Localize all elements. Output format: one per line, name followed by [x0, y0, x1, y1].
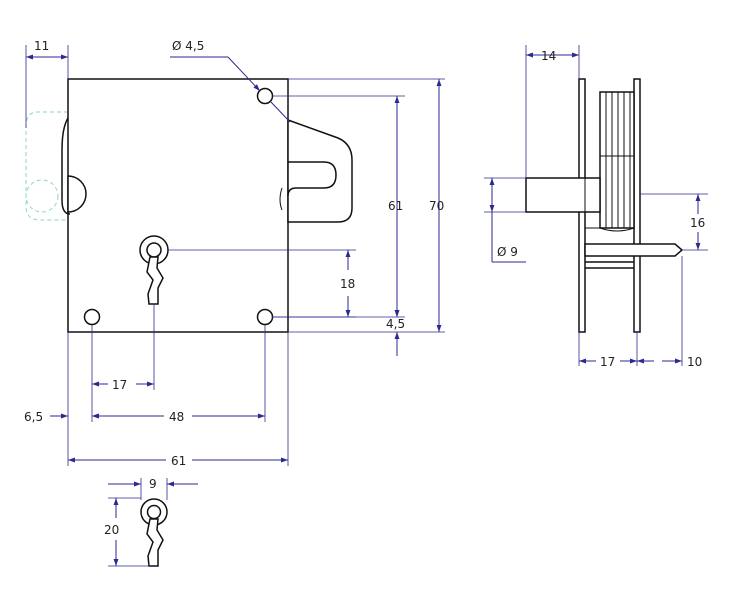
- keyhole-detail: [140, 498, 168, 567]
- dim-case-depth: 17: [600, 355, 615, 369]
- dim-bolt-diameter: Ø 9: [497, 245, 518, 259]
- left-cutout: [61, 117, 71, 215]
- dim-side-top-offset: 14: [541, 49, 556, 63]
- left-bolt-notch: [67, 175, 87, 213]
- dim-overall-height: 70: [429, 199, 444, 213]
- lock-body: [67, 78, 289, 333]
- phantom-bolt-left: [25, 111, 68, 221]
- phantom-bolt-left-circle: [25, 179, 59, 213]
- dim-keyhole-width: 9: [149, 477, 157, 491]
- side-pin: [584, 243, 684, 257]
- dim-bottom-offset: 4,5: [386, 317, 405, 331]
- dim-overall-width: 61: [171, 454, 186, 468]
- latch-hook: [287, 118, 353, 223]
- dim-keyhole-height: 18: [340, 277, 355, 291]
- dim-hole-spacing-horizontal: 48: [169, 410, 184, 424]
- dim-keyhole-detail-height: 20: [104, 523, 119, 537]
- front-view: [25, 78, 353, 333]
- dim-left-offset: 6,5: [24, 410, 43, 424]
- side-view-dimensions: 14 Ø 9 16 17 10: [484, 45, 708, 369]
- side-bolt: [525, 177, 601, 213]
- mounting-hole-bottom-right: [256, 308, 274, 326]
- latch-hook-inner: [279, 187, 283, 211]
- keyhole-detail-dimensions: 9 20: [104, 477, 198, 567]
- dim-hole-spacing-vertical: 61: [388, 199, 403, 213]
- front-view-dimensions: 11 Ø 4,5 70 61 18 4,5 17: [24, 39, 445, 468]
- dim-pin-length: 10: [687, 355, 702, 369]
- dim-keyhole-from-hole: 17: [112, 378, 127, 392]
- side-view: [525, 78, 684, 333]
- dim-hole-diameter: Ø 4,5: [172, 39, 204, 53]
- side-plate-front: [633, 78, 641, 333]
- latch-hook-slot: [287, 161, 337, 197]
- mounting-hole-bottom-left: [83, 308, 101, 326]
- dim-pin-offset: 16: [690, 216, 705, 230]
- dim-top-offset: 11: [34, 39, 49, 53]
- tumbler-stack: [599, 91, 635, 232]
- keyhole: [139, 235, 169, 305]
